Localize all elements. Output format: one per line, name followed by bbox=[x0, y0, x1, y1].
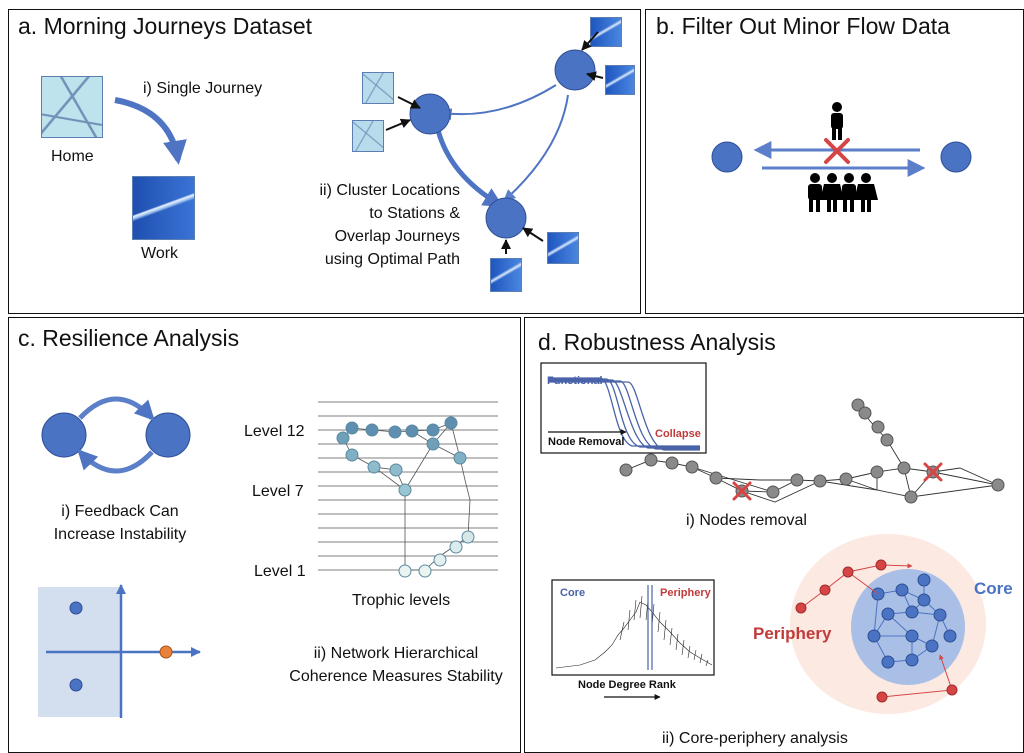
nodes-removal-caption: i) Nodes removal bbox=[686, 512, 807, 529]
map-thumb-4 bbox=[605, 65, 635, 95]
level-1-label: Level 1 bbox=[254, 563, 306, 580]
degree-rank-inset-frame bbox=[551, 579, 715, 676]
crowd-icon bbox=[808, 173, 878, 212]
flow-node-right bbox=[940, 141, 972, 173]
panel-a-title: a. Morning Journeys Dataset bbox=[18, 13, 313, 39]
feedback-text-line-1: i) Feedback Can bbox=[61, 503, 179, 520]
map-thumb-3 bbox=[590, 17, 622, 47]
degree-rank-plot bbox=[555, 595, 713, 669]
work-map-thumbnail bbox=[132, 176, 195, 240]
journey-arrow bbox=[114, 97, 187, 165]
station-node-2 bbox=[554, 49, 596, 91]
inset-core-label: Core bbox=[560, 587, 586, 599]
single-journey-label: i) Single Journey bbox=[143, 80, 263, 97]
panel-b-title: b. Filter Out Minor Flow Data bbox=[656, 13, 950, 39]
unstable-eigenvalue bbox=[159, 645, 173, 659]
inset-functional-label: Functional bbox=[547, 375, 603, 387]
panel-morning-journeys bbox=[8, 9, 641, 314]
trophic-level-lines bbox=[318, 401, 498, 571]
removed-node-cross bbox=[732, 462, 943, 501]
level-12-label: Level 12 bbox=[244, 423, 305, 440]
coherence-text-line-2: Coherence Measures Stability bbox=[289, 668, 503, 685]
station-node-3 bbox=[485, 197, 527, 239]
cross-icon bbox=[824, 138, 850, 164]
core-nodes bbox=[867, 573, 957, 669]
level-7-label: Level 7 bbox=[252, 483, 304, 500]
feedback-node-right bbox=[145, 412, 191, 458]
home-label: Home bbox=[51, 148, 94, 165]
cluster-text-line-1: ii) Cluster Locations bbox=[319, 182, 461, 199]
person-icon bbox=[831, 102, 843, 140]
trophic-nodes bbox=[336, 416, 475, 578]
periphery-nodes bbox=[795, 559, 958, 703]
flow-node-left bbox=[711, 141, 743, 173]
work-label: Work bbox=[141, 245, 179, 262]
panel-c-title: c. Resilience Analysis bbox=[18, 325, 240, 351]
core-label: Core bbox=[974, 579, 1013, 598]
map-thumb-5 bbox=[547, 232, 579, 264]
periphery-label: Periphery bbox=[753, 624, 832, 643]
core-periphery-caption: ii) Core-periphery analysis bbox=[662, 730, 848, 747]
home-map-thumbnail bbox=[41, 76, 103, 138]
station-node-1 bbox=[409, 93, 451, 135]
cluster-text-line-3: Overlap Journeys bbox=[334, 228, 460, 245]
inset-node-removal-label: Node Removal bbox=[548, 436, 625, 448]
map-thumb-2 bbox=[352, 120, 384, 152]
panel-d-title: d. Robustness Analysis bbox=[538, 329, 776, 355]
inset-periphery-label: Periphery bbox=[660, 587, 711, 599]
map-thumb-6 bbox=[490, 258, 522, 292]
feedback-node-left bbox=[41, 412, 87, 458]
coherence-text-line-1: ii) Network Hierarchical bbox=[313, 645, 479, 662]
inset-collapse-label: Collapse bbox=[655, 428, 701, 440]
map-thumb-1 bbox=[362, 72, 394, 104]
cluster-text-line-4: using Optimal Path bbox=[324, 251, 460, 268]
cluster-text-line-2: to Stations & bbox=[369, 205, 460, 222]
feedback-text-line-2: Increase Instability bbox=[53, 526, 187, 543]
collapse-curves bbox=[548, 377, 700, 451]
inset-xlabel: Node Degree Rank bbox=[578, 679, 676, 691]
trophic-levels-caption: Trophic levels bbox=[352, 592, 451, 609]
